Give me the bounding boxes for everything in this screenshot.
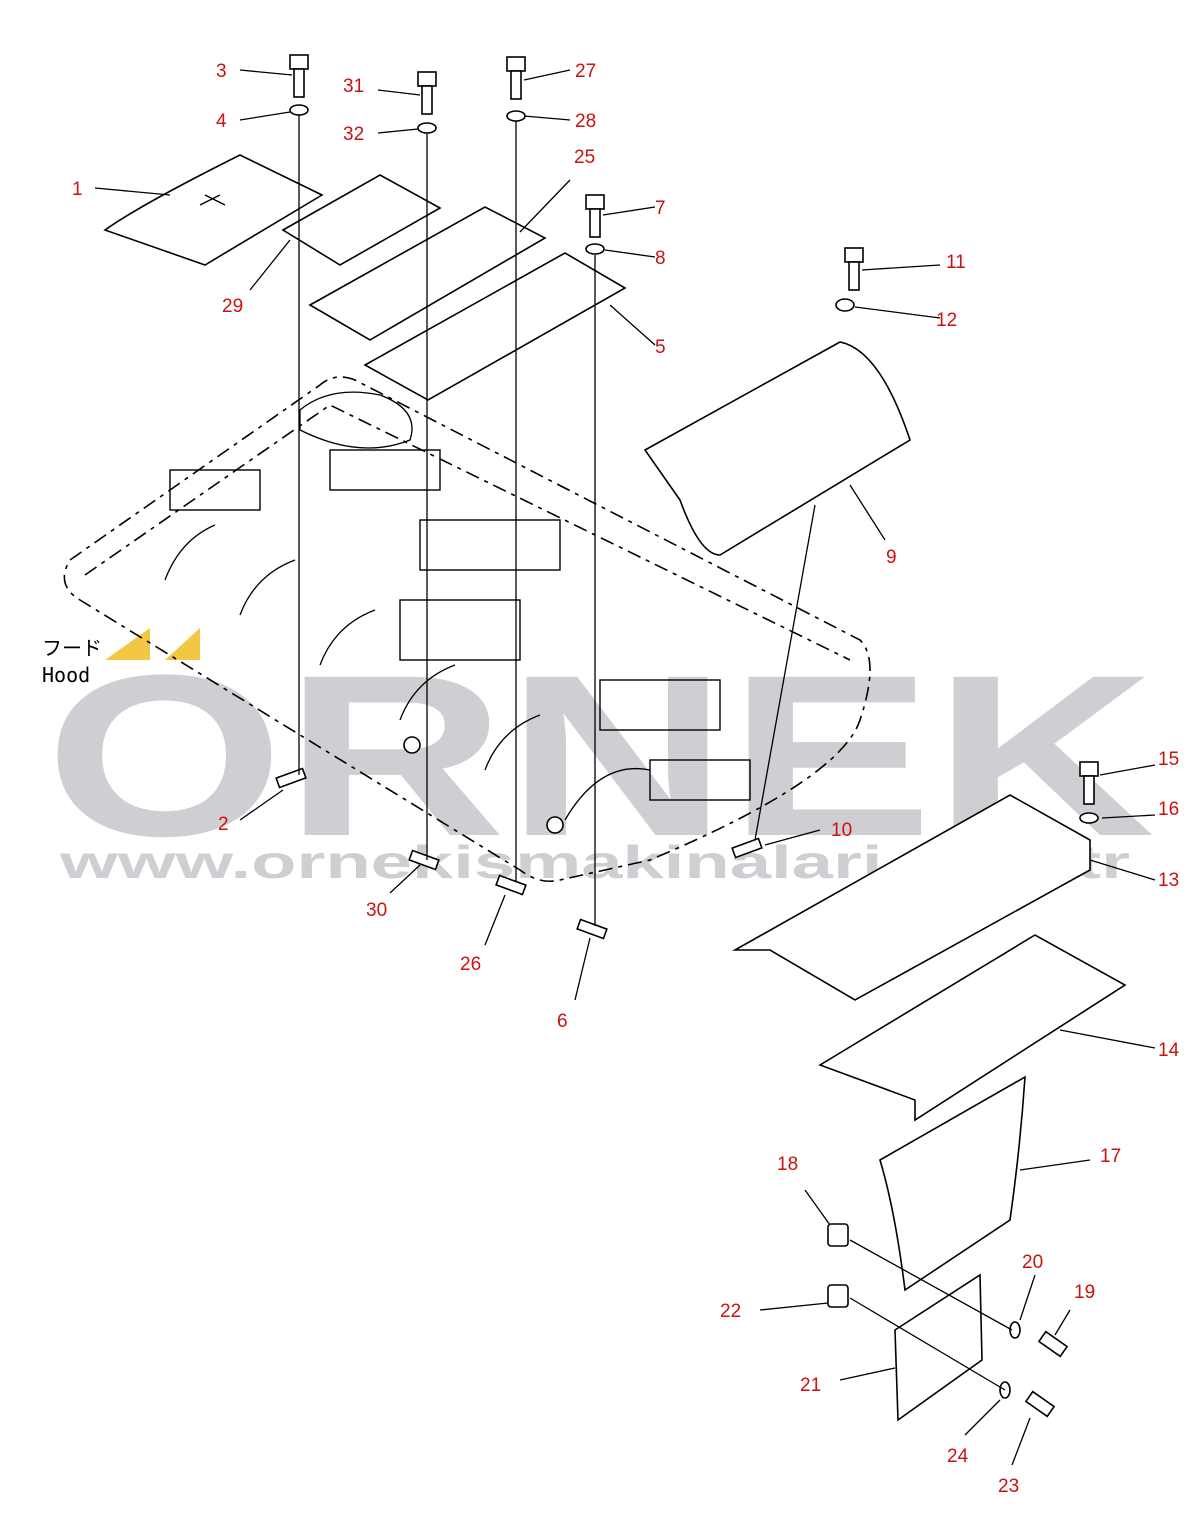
hood-latch-right	[546, 816, 564, 834]
mesh-icon-1	[199, 194, 226, 206]
part-label-24: 24	[947, 1446, 969, 1467]
part-label-30: 30	[366, 900, 387, 921]
part-label-32: 32	[343, 124, 364, 145]
hood-rib-3	[319, 609, 376, 666]
part-label-13: 13	[1158, 870, 1179, 891]
vent-block-5	[599, 679, 721, 731]
part-label-4: 4	[216, 111, 227, 132]
part-label-8: 8	[655, 248, 666, 269]
nut-18	[827, 1223, 849, 1247]
part-label-15: 15	[1158, 749, 1179, 770]
part-label-3: 3	[216, 61, 227, 82]
vent-block-6	[649, 759, 751, 801]
part-label-20: 20	[1022, 1252, 1043, 1273]
hood-inner-line	[84, 404, 851, 661]
hood-body	[63, 376, 871, 883]
bolt-7	[585, 194, 605, 210]
part-label-26: 26	[460, 954, 481, 975]
part-label-28: 28	[575, 111, 596, 132]
bolt-27	[506, 56, 526, 72]
step-grating-13	[731, 794, 1091, 1001]
clip-10	[731, 837, 763, 859]
watermark-accent-right	[165, 628, 200, 660]
bolt-15	[1079, 761, 1099, 777]
hood-rib-2	[239, 559, 296, 616]
panel-17	[879, 1075, 1026, 1292]
part-label-22: 22	[720, 1301, 741, 1322]
vent-block-1	[169, 469, 261, 511]
washer-28	[506, 110, 526, 122]
nut-22	[827, 1284, 849, 1308]
caption-jp: フード	[42, 636, 102, 660]
hood-outline	[63, 376, 871, 883]
bolt-11-shank	[848, 261, 860, 291]
hood-round-opening	[299, 391, 413, 449]
part-label-10: 10	[831, 820, 852, 841]
bolt-7-shank	[589, 208, 601, 238]
part-label-9: 9	[886, 547, 897, 568]
part-label-16: 16	[1158, 799, 1179, 820]
part-label-11: 11	[946, 252, 966, 273]
hood-rib-4	[399, 664, 456, 721]
part-label-7: 7	[655, 198, 666, 219]
vent-block-3	[419, 519, 561, 571]
bolt-31-shank	[421, 85, 433, 115]
cover-plate-1	[103, 154, 324, 266]
part-label-31: 31	[343, 76, 364, 97]
hood-vent-grid	[169, 449, 751, 801]
clip-30	[408, 849, 440, 871]
bolt-15-shank	[1083, 775, 1095, 805]
bolt-3	[289, 54, 309, 70]
bolt-3-shank	[293, 68, 305, 98]
part-label-29: 29	[222, 296, 243, 317]
bolt-23	[1024, 1390, 1056, 1418]
caption-en: Hood	[42, 663, 90, 687]
clip-26	[495, 874, 527, 896]
part-labels: 1 2 3 4 5 6 7 8 9 10 11 12 13 14 15 16 1…	[72, 61, 1180, 1497]
hood-end-dome	[564, 768, 651, 821]
bolt-31	[417, 71, 437, 87]
part-label-1: 1	[72, 179, 83, 200]
part-label-6: 6	[557, 1011, 568, 1032]
washer-8	[585, 243, 605, 255]
leader-lines	[94, 69, 1156, 1466]
panel-21	[894, 1273, 983, 1422]
washer-20	[1009, 1321, 1021, 1339]
cover-plate-5	[363, 252, 627, 401]
part-label-18: 18	[777, 1154, 798, 1175]
bolt-27-shank	[510, 70, 522, 100]
hood-rib-5	[484, 714, 541, 771]
clip-6	[576, 918, 608, 940]
part-label-14: 14	[1158, 1040, 1180, 1061]
washer-12	[835, 298, 855, 312]
bolt-19	[1037, 1330, 1069, 1358]
side-cover-9	[643, 341, 911, 556]
cover-plate-29	[281, 174, 442, 266]
bolt-11	[844, 247, 864, 263]
part-label-5: 5	[655, 337, 666, 358]
cover-plate-14	[818, 934, 1127, 1122]
washer-32	[417, 122, 437, 134]
hood-latch-left	[403, 736, 421, 754]
part-label-25: 25	[574, 147, 595, 168]
fasteners	[289, 54, 1099, 1418]
part-label-19: 19	[1074, 1282, 1095, 1303]
vent-block-4	[399, 599, 521, 661]
part-label-21: 21	[800, 1375, 821, 1396]
hood-caption: フード Hood	[42, 636, 102, 687]
hood-rib-1	[164, 524, 216, 581]
vent-block-2	[329, 449, 441, 491]
washer-4	[289, 104, 309, 116]
part-label-27: 27	[575, 61, 596, 82]
part-label-2: 2	[218, 814, 229, 835]
centerlines	[298, 115, 1013, 1391]
part-label-12: 12	[936, 310, 957, 331]
part-label-17: 17	[1100, 1146, 1121, 1167]
washer-16	[1079, 812, 1099, 824]
part-label-23: 23	[998, 1476, 1019, 1497]
